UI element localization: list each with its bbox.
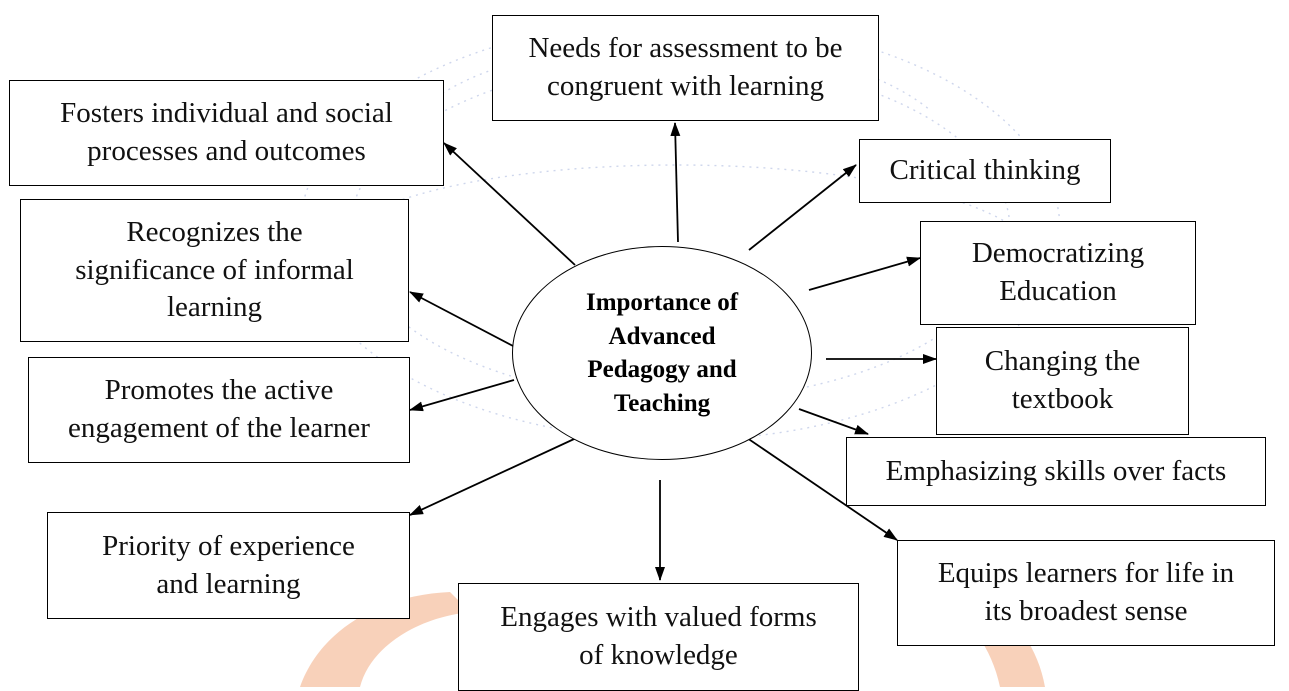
node-critical-thinking-label: Critical thinking	[889, 154, 1081, 187]
arrow-promotes	[409, 379, 515, 412]
arrow-critical	[748, 164, 857, 251]
node-recognizes: Recognizes the significance of informal …	[20, 199, 409, 342]
node-fosters: Fosters individual and social processes …	[9, 80, 444, 186]
node-fosters-label: Fosters individual and social processes …	[60, 97, 393, 167]
node-needs-assessment: Needs for assessment to be congruent wit…	[492, 15, 879, 121]
arrow-fosters	[443, 142, 576, 266]
node-recognizes-label: Recognizes the significance of informal …	[75, 215, 354, 324]
center-node-label: Importance of Advanced Pedagogy and Teac…	[585, 289, 739, 417]
node-needs-assessment-label: Needs for assessment to be congruent wit…	[528, 32, 843, 102]
node-priority: Priority of experience and learning	[47, 512, 410, 619]
node-critical-thinking: Critical thinking	[859, 139, 1111, 203]
node-changing-textbook: Changing the textbook	[936, 327, 1189, 435]
node-promotes: Promotes the active engagement of the le…	[28, 357, 410, 463]
center-node: Importance of Advanced Pedagogy and Teac…	[512, 246, 812, 460]
node-equips-label: Equips learners for life in its broadest…	[937, 557, 1235, 627]
node-changing-textbook-label: Changing the textbook	[984, 345, 1141, 415]
arrow-priority	[409, 426, 601, 516]
node-equips: Equips learners for life in its broadest…	[897, 540, 1275, 646]
node-engages: Engages with valued forms of knowledge	[458, 583, 859, 691]
node-priority-label: Priority of experience and learning	[102, 529, 355, 600]
arrow-recognizes	[409, 291, 516, 348]
arrow-emphasizing	[798, 408, 869, 435]
arrow-needs-assessment	[670, 122, 681, 243]
node-promotes-label: Promotes the active engagement of the le…	[68, 374, 370, 444]
node-engages-label: Engages with valued forms of knowledge	[500, 601, 817, 671]
arrow-equips	[727, 424, 898, 541]
node-democratizing: Democratizing Education	[920, 221, 1196, 325]
node-emphasizing-label: Emphasizing skills over facts	[885, 454, 1227, 487]
node-emphasizing: Emphasizing skills over facts	[846, 437, 1266, 506]
arrow-democratizing	[808, 256, 921, 291]
node-democratizing-label: Democratizing Education	[971, 237, 1145, 307]
